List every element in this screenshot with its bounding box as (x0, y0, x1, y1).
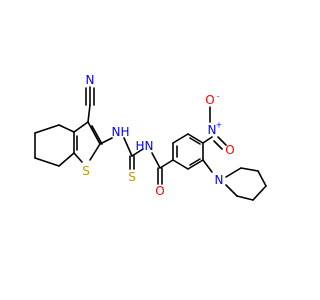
nitro-negative-charge: - (217, 92, 220, 101)
nh-left-hydrogen: H (120, 125, 129, 139)
nitro-positive-charge: + (216, 121, 223, 130)
bond (172, 159, 189, 170)
carbonyl-oxygen-label: O (155, 184, 164, 198)
nh-right-nitrogen: N (145, 139, 154, 153)
thiocarbonyl-sulfur-label: S (128, 170, 136, 184)
bond (187, 159, 204, 170)
bond (257, 170, 267, 187)
nh-right-group: N H (135, 139, 153, 153)
bond (172, 133, 189, 144)
bond (213, 140, 223, 150)
bond (89, 143, 101, 161)
atom-labels: N S N H S N H O N + O - O N (82, 73, 235, 198)
bond (151, 152, 161, 169)
nh-left-nitrogen: N (112, 125, 121, 139)
thiophene-sulfur-label: S (82, 164, 90, 178)
nh-left-group: N H (112, 125, 130, 139)
bond (34, 124, 60, 134)
bond (225, 184, 238, 197)
bond (236, 195, 254, 201)
nitro-oxygen-double-label: O (225, 143, 234, 157)
bond (240, 167, 259, 172)
piperidine-nitrogen-label: N (215, 173, 224, 187)
nh-right-hydrogen: H (135, 139, 144, 153)
bond (159, 159, 174, 169)
bond (87, 121, 101, 145)
bond (202, 136, 213, 144)
bond (189, 137, 201, 145)
molecule-diagram: N S N H S N H O N + O - O N (34, 73, 267, 201)
bond (73, 121, 89, 133)
nitrile-nitrogen-label: N (86, 73, 95, 87)
bond (252, 185, 267, 201)
bond (73, 152, 83, 163)
bond (123, 137, 133, 157)
bond (202, 159, 213, 173)
bond (58, 152, 75, 167)
nitro-nitrogen-label: N (208, 123, 217, 137)
bond (187, 133, 204, 144)
bond (91, 125, 103, 145)
structure-svg: N S N H S N H O N + O - O N (34, 73, 267, 201)
nitro-oxygen-negative-label: O (205, 93, 214, 107)
nitro-group: N + O - O (205, 92, 234, 158)
bonds (34, 86, 267, 201)
bond (87, 104, 91, 123)
bond (58, 124, 75, 133)
bond (225, 167, 242, 178)
bond (99, 137, 113, 145)
bond (189, 158, 201, 166)
bond (131, 148, 144, 157)
bond (34, 157, 60, 167)
bond (217, 136, 227, 146)
